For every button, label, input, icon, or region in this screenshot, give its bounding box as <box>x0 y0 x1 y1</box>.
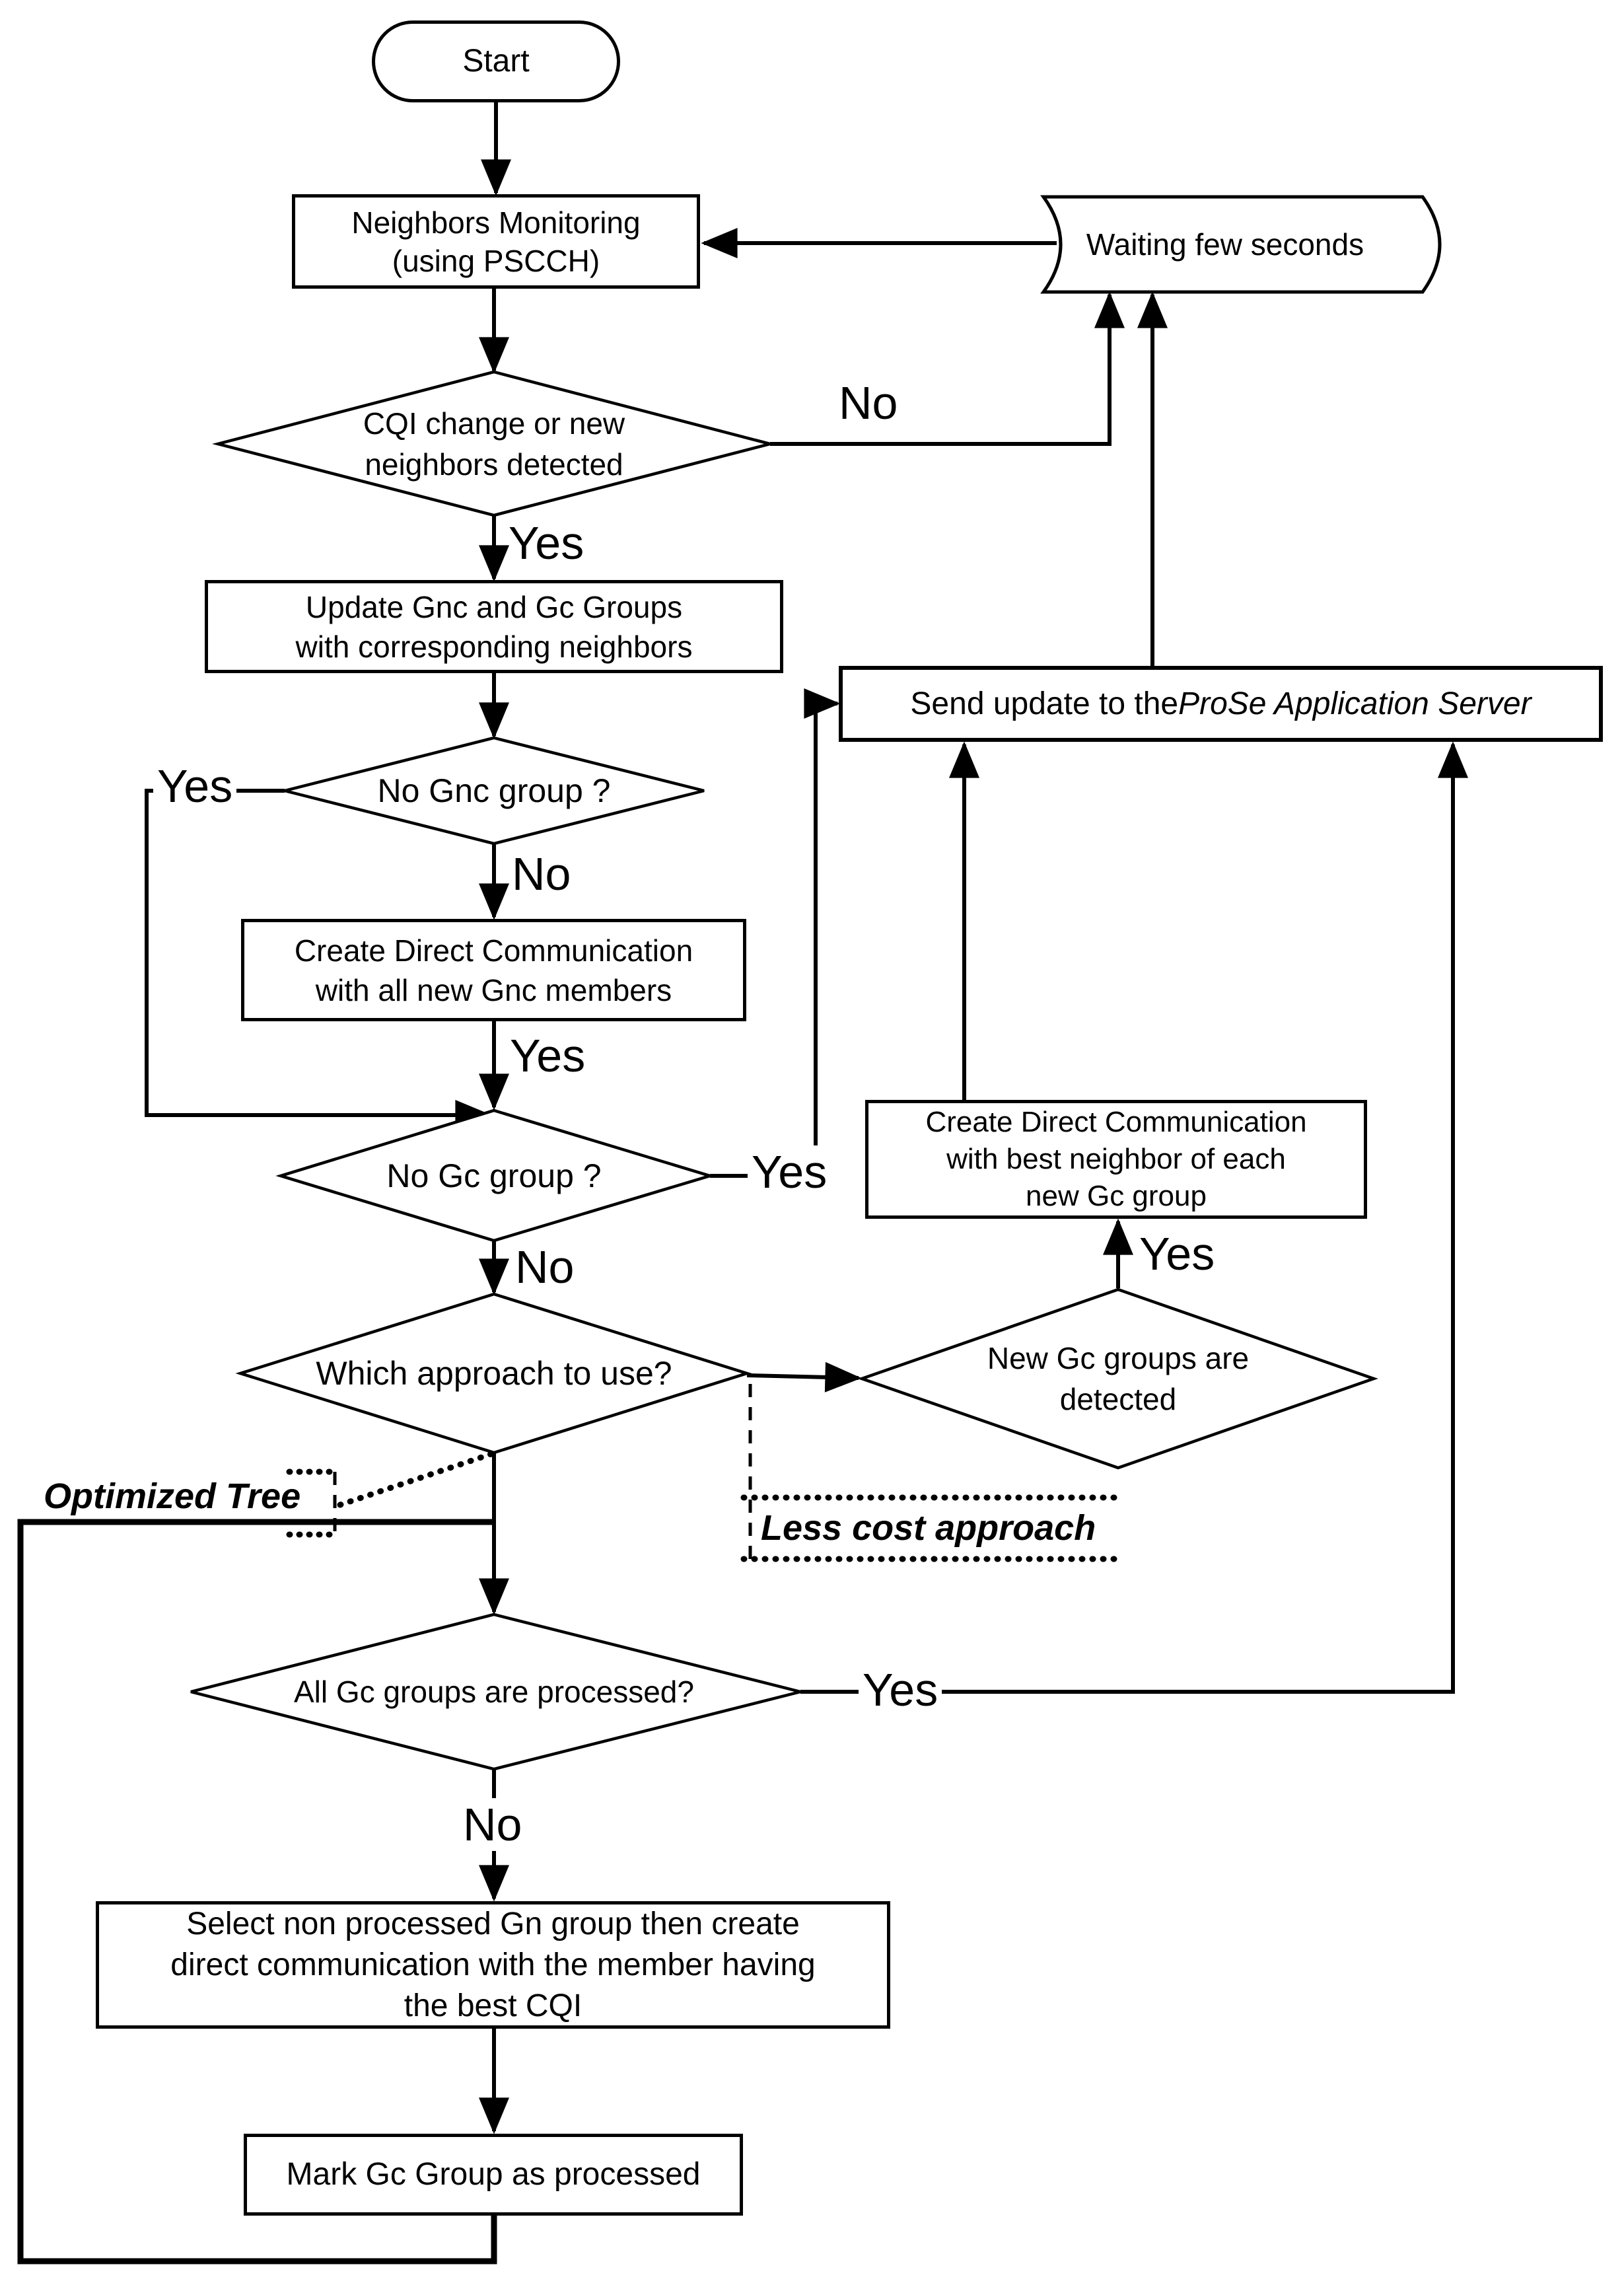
which-approach-decision-label: Which approach to use? <box>316 1355 672 1392</box>
edge-allgc-yes-to-sendupdate <box>800 741 1468 1694</box>
opttree-leader-dotted <box>337 1451 495 1508</box>
nognc-decision-label: No Gnc group ? <box>377 772 611 809</box>
newgc-diamond-shape <box>857 1287 1378 1470</box>
mark-gc-node: Mark Gc Group as processed <box>244 2134 743 2216</box>
create-best-neighbor-node: Create Direct Communication with best ne… <box>865 1100 1367 1219</box>
less-cost-annotation: Less cost approach <box>761 1508 1096 1548</box>
edge-label-yes-nogc: Yes <box>748 1145 831 1198</box>
neighbors-monitoring-node: Neighbors Monitoring (using PSCCH) <box>292 194 700 289</box>
edge-label-no-allgc: No <box>459 1798 526 1851</box>
nognc-diamond-shape <box>284 736 705 846</box>
start-node: Start <box>372 20 620 102</box>
select-non-processed-node: Select non processed Gn group then creat… <box>96 1901 890 2029</box>
edge-label-yes-allgc: Yes <box>859 1663 942 1716</box>
allgc-decision-label: All Gc groups are processed? <box>294 1675 694 1709</box>
edge-label-yes-nognc-loop: Yes <box>153 760 237 813</box>
waiting-node-label: Waiting few seconds <box>1086 227 1364 262</box>
send-update-text-italic: ProSe Application Server <box>1178 686 1532 721</box>
cqi-decision-label: CQI change or new neighbors detected <box>363 406 625 482</box>
nogc-diamond-shape <box>275 1108 715 1243</box>
optimized-tree-annotation: Optimized Tree <box>44 1476 301 1516</box>
edge-label-yes-cqi: Yes <box>509 517 584 569</box>
edge-label-no-nogc: No <box>515 1241 575 1293</box>
edge-mark-loop-back <box>17 1519 497 2265</box>
cqi-diamond-shape <box>212 370 776 517</box>
allgc-diamond-shape <box>190 1613 801 1771</box>
update-groups-node: Update Gnc and Gc Groups with correspond… <box>205 580 783 673</box>
edge-label-no-nognc: No <box>512 848 571 900</box>
newgc-decision-label: New Gc groups are detected <box>987 1341 1250 1416</box>
nogc-decision-label: No Gc group ? <box>386 1157 602 1194</box>
edge-which-to-newgc <box>746 1361 862 1393</box>
send-update-node: Send update to the ProSe Application Ser… <box>839 666 1603 742</box>
edge-cqi-no-to-waiting <box>770 291 1125 446</box>
edge-label-yes-creategnc: Yes <box>510 1030 586 1081</box>
send-update-text: Send update to the <box>910 686 1179 721</box>
create-gnc-node: Create Direct Communication with all new… <box>241 919 746 1021</box>
which-diamond-shape <box>235 1292 752 1455</box>
waiting-delay-shape <box>1040 195 1442 294</box>
edge-label-no-cqi: No <box>839 377 898 429</box>
edge-label-yes-newgc: Yes <box>1139 1228 1215 1280</box>
